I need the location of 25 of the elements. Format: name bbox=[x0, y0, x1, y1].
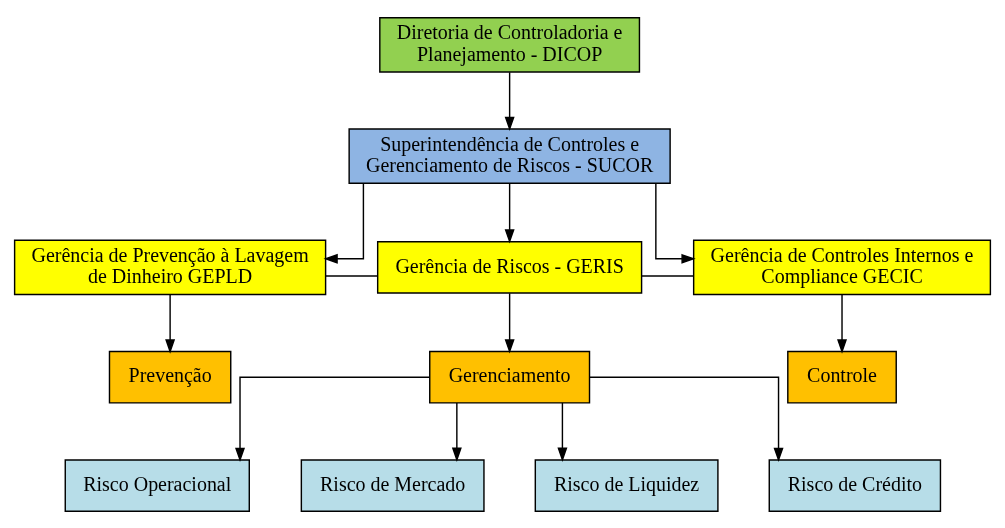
arrow bbox=[504, 182, 515, 243]
arrow bbox=[451, 401, 462, 462]
node-box: Gerenciamento bbox=[429, 350, 591, 404]
connector bbox=[325, 274, 379, 277]
node-box: Diretoria de Controladoria e Planejamento - DICOP bbox=[379, 16, 641, 73]
arrow bbox=[655, 182, 696, 264]
node-box: Gerência de Prevenção à Lavagem de Dinheiro GEPLD bbox=[13, 239, 327, 295]
node-box: Controle bbox=[787, 350, 897, 404]
arrow bbox=[557, 401, 568, 462]
arrow bbox=[504, 71, 515, 131]
arrow bbox=[165, 293, 176, 354]
node-box: Gerência de Riscos - GERIS bbox=[376, 240, 643, 294]
arrow bbox=[504, 292, 515, 353]
node-box: Gerência de Controles Internos e Compliance GECIC bbox=[692, 239, 992, 295]
connector bbox=[641, 274, 694, 277]
node-box: Risco Operacional bbox=[64, 458, 250, 512]
node-box: Risco de Liquidez bbox=[534, 458, 719, 512]
arrow bbox=[588, 376, 784, 462]
arrow bbox=[837, 293, 847, 354]
node-box: Superintendência de Controles e Gerenciamento de Riscos - SUCOR bbox=[348, 127, 671, 184]
node-box: Risco de Crédito bbox=[768, 458, 942, 512]
arrow bbox=[323, 182, 365, 264]
arrow bbox=[235, 376, 431, 462]
node-box: Prevenção bbox=[108, 350, 232, 404]
node-box: Risco de Mercado bbox=[300, 458, 485, 512]
